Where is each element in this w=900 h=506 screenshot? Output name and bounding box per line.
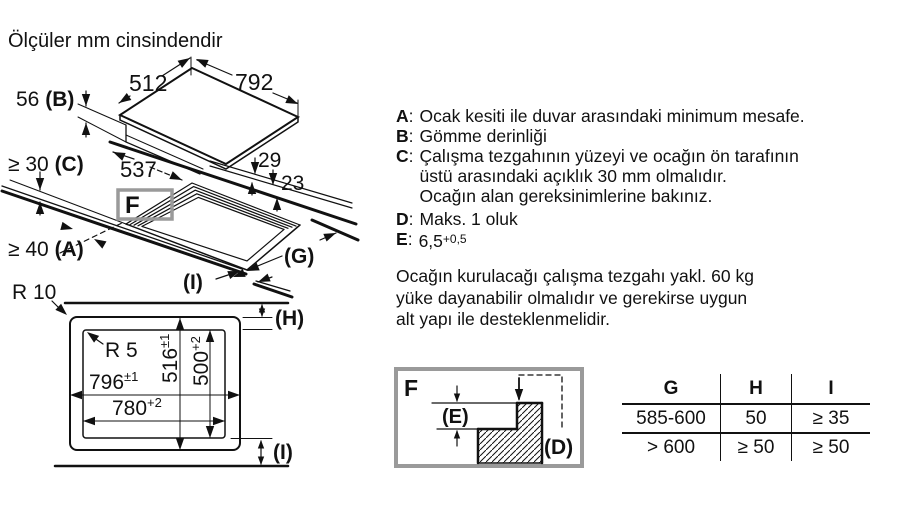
detail-f-view (394, 367, 584, 468)
dim-792-label: 792 (235, 69, 273, 95)
groove-dashed-outline (518, 374, 563, 431)
legend: A: Ocak kesiti ile duvar arasındaki mini… (396, 106, 896, 251)
radius-10-label: R 10 (12, 281, 56, 304)
col-header-h: H (720, 374, 792, 403)
dim-b-label: 56 (B) (16, 88, 74, 111)
dim-c-label: ≥ 30 (C) (8, 153, 84, 176)
table-row: 585-600 50 ≥ 35 (622, 405, 870, 434)
dim-516-label: 516±1 (157, 334, 182, 383)
worktop-front-edge-thick (0, 189, 248, 276)
dim-g-label: (G) (284, 245, 314, 268)
ghi-table: G H I 585-600 50 ≥ 35 > 600 ≥ 50 ≥ 50 (622, 374, 870, 461)
radius-5-label: R 5 (105, 339, 138, 362)
drawing-labels: 512 792 56 (B) ≥ 30 (C) 537 ≥ 40 (A) 29 … (8, 69, 573, 464)
load-note: Ocağın kurulacağı çalışma tezgahı yakl. … (396, 266, 754, 329)
cutout-step-edges (125, 182, 301, 230)
table-header-row: G H I (622, 374, 870, 405)
legend-item-e: E: 6,5+0,5 (396, 229, 467, 251)
plan-view (51, 300, 290, 468)
legend-item-b: B: Gömme derinliği (396, 126, 547, 146)
detail-f-marker-box (116, 188, 174, 221)
legend-item-a: A: Ocak kesiti ile duvar arasındaki mini… (396, 106, 805, 126)
col-header-g: G (663, 377, 679, 399)
worktop-front-edge-thin (1, 185, 243, 270)
dim-i-iso-label: (I) (183, 271, 203, 294)
detail-f-marker-label: F (125, 192, 140, 219)
detail-f-frame (394, 367, 584, 468)
dim-d-label: (D) (544, 436, 573, 459)
isometric-view (0, 56, 360, 299)
dim-23-label: 23 (281, 172, 304, 195)
cooktop-glass-slab (119, 114, 299, 170)
legend-item-d: D: Maks. 1 oluk (396, 209, 518, 229)
cutout-inner-rect (82, 329, 226, 439)
cooktop-glass-top (117, 66, 301, 166)
col-header-i: I (828, 377, 834, 399)
detail-f-title: F (404, 375, 418, 401)
worktop-back-edge (108, 140, 358, 226)
dim-h-label: (H) (275, 307, 304, 330)
dim-780-label: 780+2 (112, 395, 162, 420)
dim-512-label: 512 (129, 70, 167, 96)
dim-29-label: 29 (258, 149, 281, 172)
dim-500-label: 500+2 (188, 336, 213, 386)
legend-item-c: C: Çalışma tezgahının yüzeyi ve ocağın ö… (396, 146, 799, 206)
table-row: > 600 ≥ 50 ≥ 50 (622, 434, 870, 461)
dim-i-plan-label: (I) (273, 441, 293, 464)
cutout-front-edges (125, 223, 301, 271)
dim-537-label: 537 (120, 157, 157, 182)
dim-796-label: 796±1 (89, 369, 138, 394)
page-title: Ölçüler mm cinsindendir (8, 30, 223, 52)
dim-e-label: (E) (442, 406, 469, 428)
dim-a-label: ≥ 40 (A) (8, 238, 84, 261)
cutout-outer-rect (69, 316, 241, 451)
